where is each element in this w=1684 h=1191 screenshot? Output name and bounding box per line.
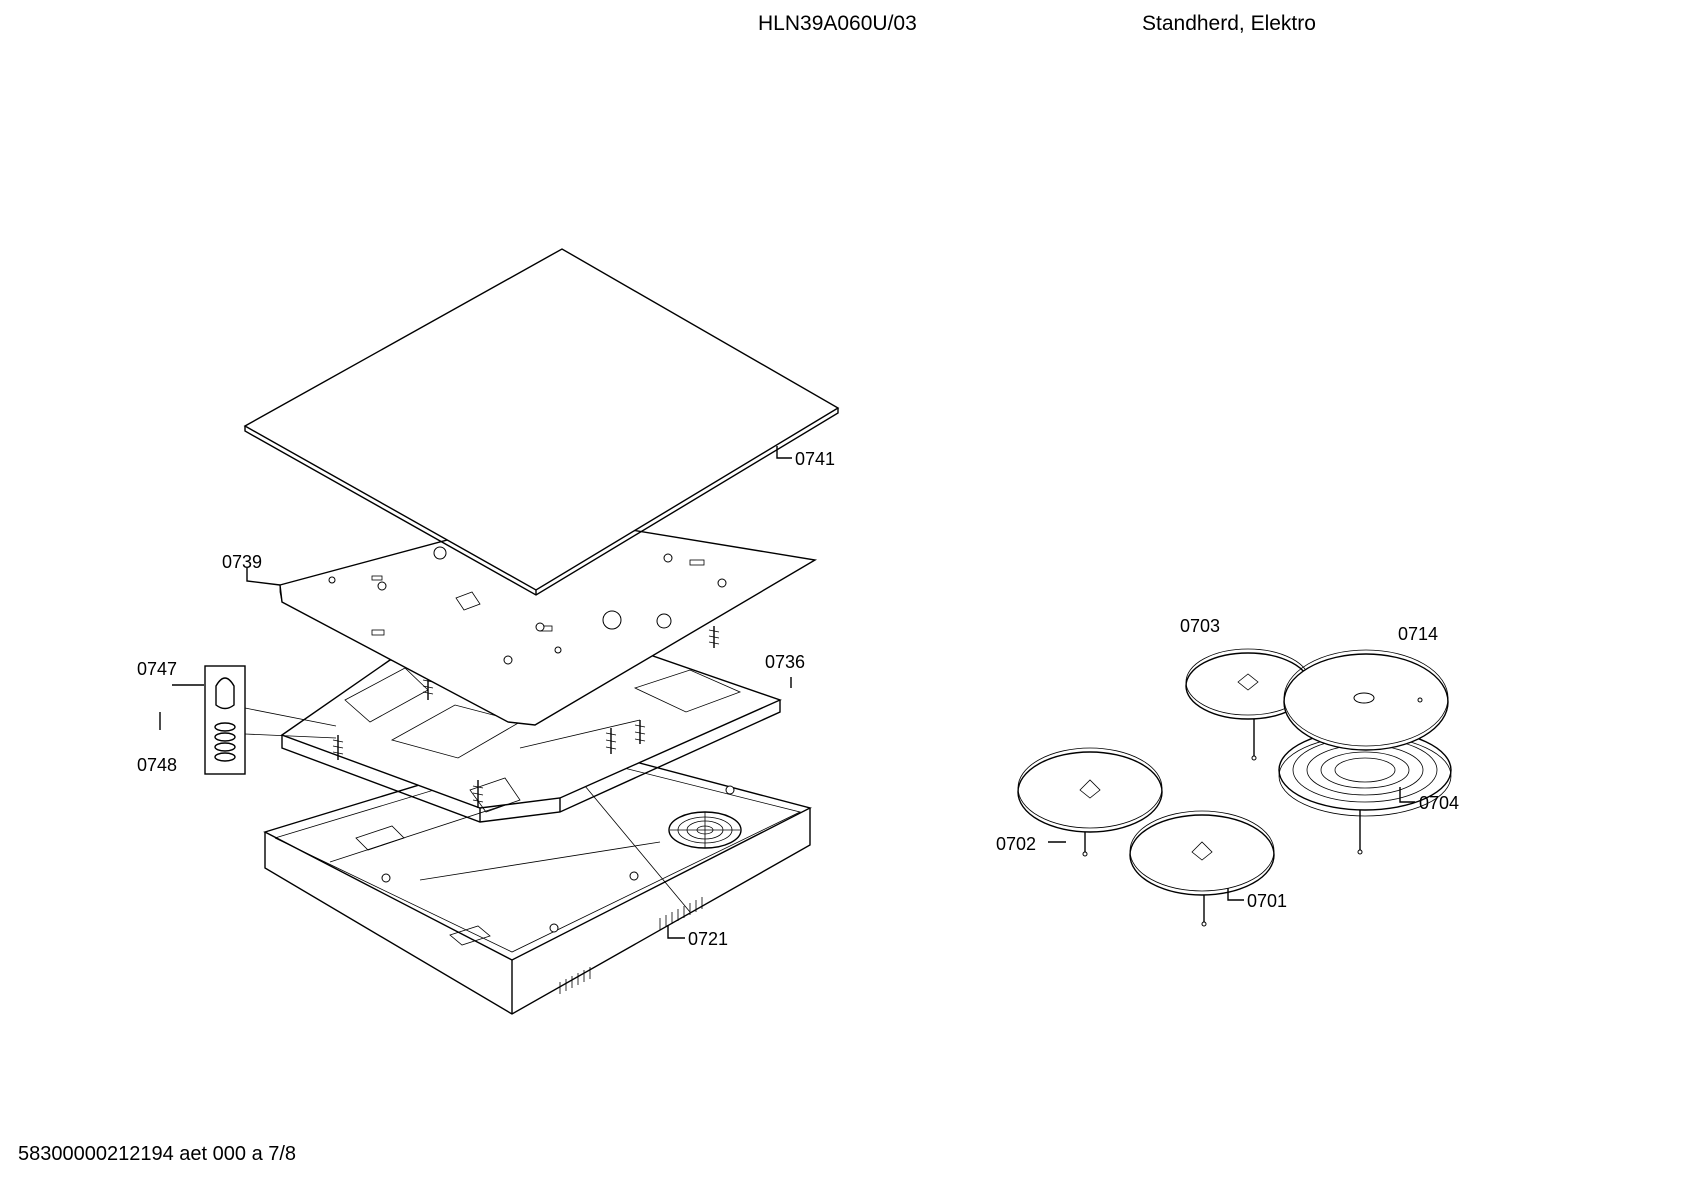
- label-0736: 0736: [765, 652, 805, 672]
- fan-grille: [668, 811, 742, 849]
- model-number: HLN39A060U/03: [758, 12, 917, 35]
- label-0748: 0748: [137, 755, 177, 775]
- label-0704: 0704: [1419, 793, 1459, 813]
- document-id: 58300000212194 aet 000 a 7/8: [18, 1143, 297, 1165]
- label-0703: 0703: [1180, 616, 1220, 636]
- label-0701: 0701: [1247, 891, 1287, 911]
- appliance-description: Standherd, Elektro: [1142, 12, 1316, 35]
- part-0714-cover: [1283, 649, 1449, 751]
- part-0702-hotplate: [1017, 747, 1163, 857]
- part-0747-0748-detail: [159, 665, 337, 775]
- callout-labels: 0741 0739 0736 0747 0748 0721 0703 0714 …: [137, 449, 1459, 949]
- label-0741: 0741: [795, 449, 835, 469]
- label-0747: 0747: [137, 659, 177, 679]
- label-0739: 0739: [222, 552, 262, 572]
- label-0702: 0702: [996, 834, 1036, 854]
- label-0714: 0714: [1398, 624, 1438, 644]
- part-0741-glass-top: [243, 248, 840, 596]
- part-0701-hotplate: [1129, 810, 1275, 927]
- springs: [332, 626, 720, 808]
- leader-lines: [246, 446, 1415, 939]
- label-0721: 0721: [688, 929, 728, 949]
